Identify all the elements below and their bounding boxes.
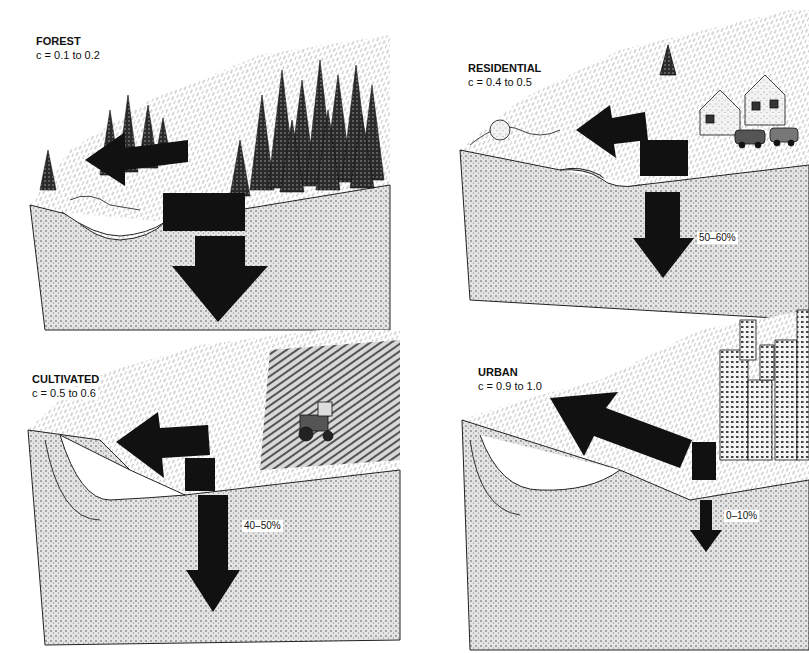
panel-title: RESIDENTIAL <box>466 62 543 75</box>
runoff-coefficient: c = 0.9 to 1.0 <box>476 380 544 393</box>
runoff-coefficient: c = 0.4 to 0.5 <box>466 76 534 89</box>
tree-symbols <box>40 60 384 196</box>
urban-panel <box>462 310 809 650</box>
panel-title: CULTIVATED <box>30 373 101 386</box>
tractor-symbol <box>299 402 333 441</box>
panel-title: URBAN <box>476 366 520 379</box>
building-symbols <box>720 310 809 460</box>
infiltration-percent: 0–10% <box>724 510 759 522</box>
runoff-coefficient: c = 0.5 to 0.6 <box>30 387 98 400</box>
cultivated-panel <box>28 330 400 645</box>
infiltration-percent: 50–60% <box>697 232 738 244</box>
residential-panel <box>460 10 809 320</box>
forest-panel <box>30 35 390 330</box>
panel-title: FOREST <box>34 35 83 48</box>
runoff-coefficient: c = 0.1 to 0.2 <box>34 49 102 62</box>
infiltration-percent: 40–50% <box>242 520 283 532</box>
